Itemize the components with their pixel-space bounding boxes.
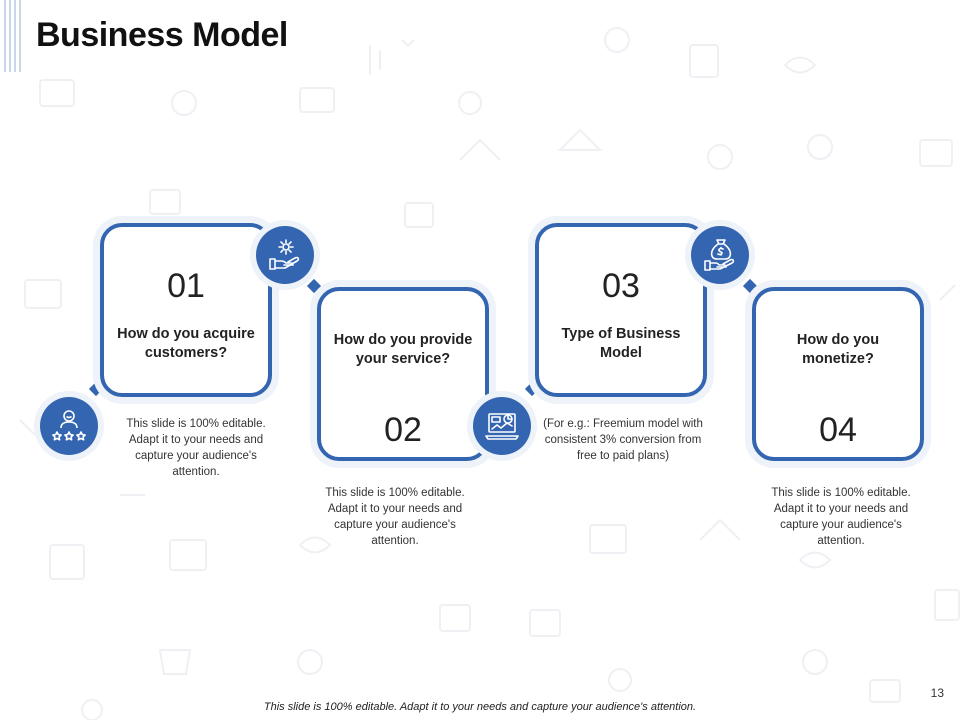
footer-note: This slide is 100% editable. Adapt it to… (263, 701, 697, 713)
step-card-02: How do you provide your service? 02 (317, 287, 489, 461)
page-title: Business Model (36, 16, 288, 54)
analytics-laptop-icon (473, 397, 531, 455)
page-number: 13 (930, 686, 944, 700)
step-number: 01 (167, 267, 205, 305)
step-card-01: 01 How do you acquire customers? (100, 223, 272, 397)
step-question: How do you acquire customers? (117, 326, 255, 361)
step-question: Type of Business Model (561, 326, 681, 361)
step-card-04: How do you monetize? 04 (752, 287, 924, 461)
step-question: How do you monetize? (796, 332, 880, 367)
step-number: 03 (602, 267, 640, 305)
decorative-stripes (0, 0, 26, 72)
step-description: (For e.g.: Freemium model with consisten… (543, 418, 703, 462)
step-question: How do you provide your service? (333, 332, 473, 367)
step-description: This slide is 100% editable. Adapt it to… (771, 487, 911, 547)
step-description: This slide is 100% editable. Adapt it to… (126, 418, 266, 478)
money-bag-hand-icon (691, 226, 749, 284)
step-card-03: 03 Type of Business Model (535, 223, 707, 397)
step-description: This slide is 100% editable. Adapt it to… (325, 487, 465, 547)
step-number: 02 (384, 411, 422, 449)
step-number: 04 (819, 411, 857, 449)
customer-rating-icon (40, 397, 98, 455)
gear-hand-icon (256, 226, 314, 284)
